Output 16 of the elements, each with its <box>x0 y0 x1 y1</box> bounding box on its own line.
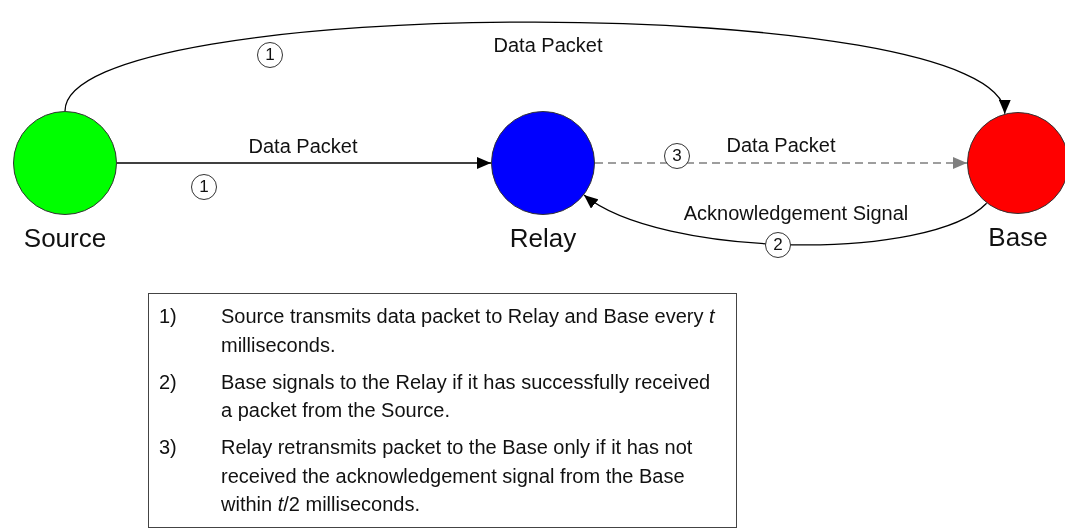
callout-number: 1 <box>191 174 217 200</box>
arrow <box>583 194 988 246</box>
callout-number: 3 <box>664 143 690 169</box>
dashed-arrow <box>594 157 968 169</box>
list-number: 2) <box>159 369 178 395</box>
note-text: Relay retransmits packet to the Base only if it has not received the acknowledgement signal from the Base within t/2 milliseconds. <box>221 435 694 517</box>
note-text: Source transmits data packet to Relay and Base every t milliseconds. <box>221 304 716 358</box>
list-number: 3) <box>159 435 178 460</box>
callout-number: 2 <box>765 232 791 258</box>
node-label: Relay <box>509 223 577 254</box>
list-number: 1) <box>159 304 178 329</box>
node-label: Base <box>988 222 1048 253</box>
arrow <box>116 157 492 169</box>
note-text: Base signals to the Relay if it has successfully received a packet from the Source. <box>221 369 712 423</box>
node-label: Source <box>23 223 107 254</box>
notes-box <box>148 293 737 528</box>
